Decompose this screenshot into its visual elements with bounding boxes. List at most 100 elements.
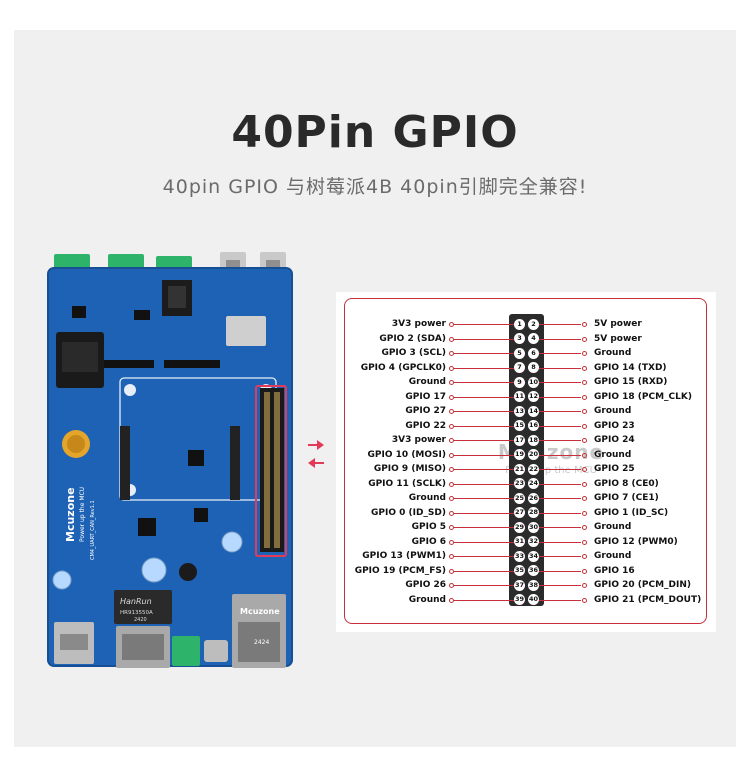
pin-right-label: Ground (594, 551, 632, 561)
pin-left-marker (449, 409, 454, 414)
pin-left-label: GPIO 5 (411, 522, 446, 532)
pin-right-leader (539, 483, 581, 485)
pin-left-label: GPIO 13 (PWM1) (362, 551, 446, 561)
pin-left-marker (449, 539, 454, 545)
rj45-code: 2424 (254, 639, 269, 646)
pin-left-marker (449, 452, 454, 458)
pin-right-leader (539, 425, 581, 427)
pin-odd-number: 7 (514, 362, 525, 373)
pin-left-leader (454, 367, 514, 369)
pin-right-label: GPIO 24 (594, 435, 635, 445)
pin-left-label: GPIO 0 (ID_SD) (370, 507, 446, 518)
pin-odd-number: 23 (514, 478, 525, 489)
pin-right-label: 5V power (594, 319, 642, 329)
pin-left-label: GPIO 4 (GPCLK0) (360, 362, 446, 373)
pin-right-leader (539, 556, 581, 557)
pin-right-leader (539, 541, 581, 543)
pin-right-marker (582, 539, 587, 545)
pin-left-leader (454, 396, 514, 398)
pin-left-leader (454, 585, 514, 586)
pin-right-label: GPIO 16 (594, 565, 635, 576)
page-title: 40Pin GPIO (231, 107, 519, 158)
pin-right-label: Ground (594, 406, 632, 416)
pin-right-label: 5V power (594, 333, 642, 344)
pin-right-marker (582, 467, 587, 472)
pin-even-number: 10 (528, 376, 539, 388)
pin-odd-number: 3 (514, 333, 525, 344)
pin-left-marker (449, 423, 454, 429)
pin-left-leader (454, 483, 514, 485)
pin-right-marker (582, 409, 587, 414)
pin-right-marker (582, 365, 587, 371)
pin-left-label: GPIO 9 (MISO) (373, 464, 446, 474)
pin-right-marker (582, 481, 587, 487)
transfer-arrows-icon (308, 440, 324, 468)
pin-odd-number: 31 (514, 536, 525, 547)
pin-even-number: 26 (528, 492, 539, 504)
pin-left-leader (454, 338, 514, 340)
pin-right-label: GPIO 23 (594, 420, 635, 431)
pin-left-marker (449, 525, 454, 530)
pin-left-label: GPIO 26 (405, 580, 446, 590)
pin-even-number: 34 (528, 550, 539, 562)
pin-right-leader (539, 512, 581, 514)
pin-even-number: 12 (528, 391, 539, 402)
pin-right-leader (539, 585, 581, 586)
pin-left-label: GPIO 3 (SCL) (381, 348, 446, 358)
pin-even-number: 4 (528, 333, 539, 344)
pin-left-label: GPIO 2 (SDA) (379, 333, 446, 344)
pin-even-number: 36 (528, 565, 539, 576)
pin-right-label: GPIO 14 (TXD) (594, 362, 667, 373)
pin-right-marker (582, 568, 587, 574)
pin-right-label: GPIO 20 (PCM_DIN) (594, 580, 692, 590)
pin-left-marker (449, 510, 454, 516)
pin-right-leader (539, 411, 581, 412)
pin-right-leader (539, 396, 581, 398)
board-image: Mcuzone Power up the MCU CM4_UART_CAN_Re… (47, 252, 293, 668)
pin-even-number: 28 (528, 507, 539, 518)
pin-left-leader (454, 353, 514, 354)
pin-left-leader (454, 541, 514, 543)
pin-right-leader (539, 527, 581, 528)
pin-left-marker (449, 467, 454, 472)
pin-right-marker (582, 583, 587, 588)
pin-odd-number: 11 (514, 391, 525, 402)
pin-even-number: 32 (528, 536, 539, 547)
pin-left-leader (454, 411, 514, 412)
chip-model: HR913550A (120, 610, 153, 616)
pin-odd-number: 27 (514, 507, 525, 518)
pin-left-label: 3V3 power (391, 435, 446, 445)
pin-even-number: 40 (528, 594, 539, 605)
pin-right-leader (539, 382, 581, 383)
pin-right-marker (582, 496, 587, 501)
pin-left-marker (449, 568, 454, 574)
rj45-brand: Mcuzone (240, 607, 280, 616)
pin-left-label: GPIO 22 (405, 420, 446, 431)
pin-left-leader (454, 512, 514, 514)
pin-left-label: Ground (408, 493, 446, 503)
pin-odd-number: 19 (514, 449, 525, 460)
pin-right-label: GPIO 1 (ID_SC) (594, 507, 669, 518)
pin-left-label: GPIO 10 (MOSI) (367, 449, 446, 460)
pin-even-number: 24 (528, 478, 539, 489)
pin-even-number: 38 (528, 579, 539, 591)
board-label: CM4_UART_CAN_Rev1.1 (90, 500, 96, 560)
pin-right-marker (582, 336, 587, 342)
chip-brand: HanRun (120, 597, 152, 606)
pin-right-marker (582, 322, 587, 327)
pin-left-marker (449, 496, 454, 501)
pin-odd-number: 33 (514, 550, 525, 562)
pin-left-leader (454, 469, 514, 470)
pin-even-number: 2 (528, 318, 539, 330)
pin-left-label: Ground (408, 594, 446, 605)
pin-even-number: 30 (528, 521, 539, 533)
